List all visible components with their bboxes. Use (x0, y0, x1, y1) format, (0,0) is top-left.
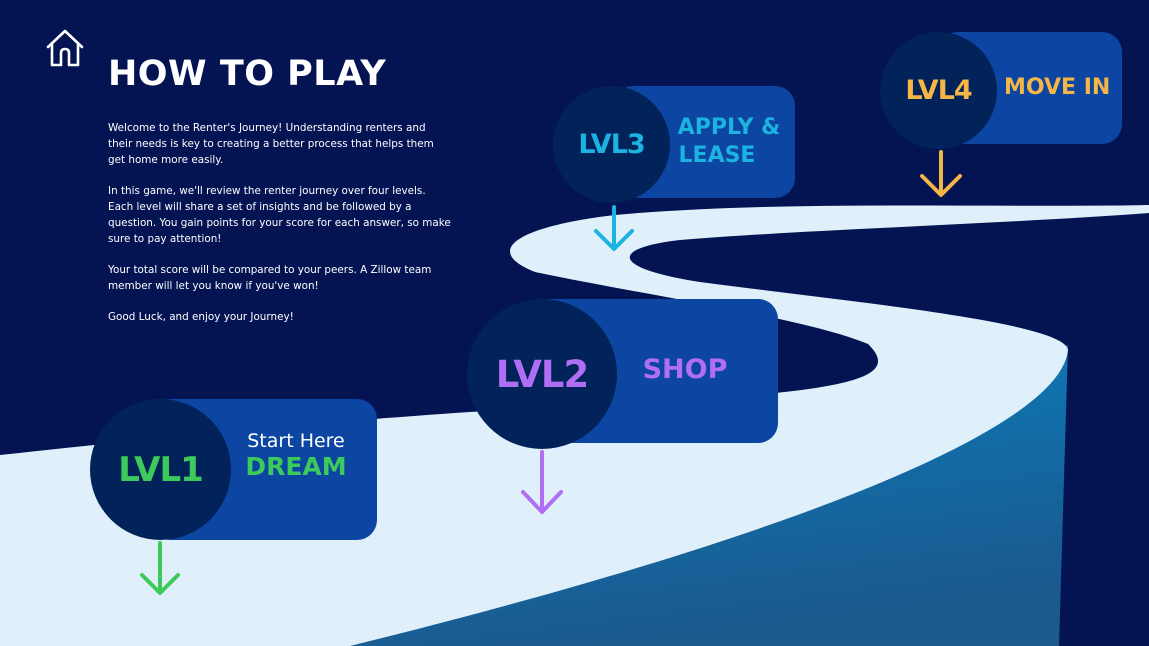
level-1-button[interactable]: LVL1 Start Here DREAM (90, 399, 377, 540)
home-icon[interactable] (45, 27, 85, 69)
intro-text: Welcome to the Renter's Journey! Underst… (108, 120, 453, 340)
level-2-arrow-down-icon (521, 450, 563, 514)
level-1-subtitle: Start Here (247, 430, 345, 452)
road-side-wall (350, 345, 1068, 646)
level-3-badge: LVL3 (553, 86, 670, 203)
intro-paragraph: Good Luck, and enjoy your Journey! (108, 311, 294, 323)
level-3-name-line-2: LEASE (678, 143, 756, 168)
level-4-button[interactable]: LVL4 MOVE IN (880, 32, 1122, 149)
level-2-badge: LVL2 (467, 299, 617, 449)
level-2-name: SHOP (642, 354, 728, 385)
level-1-name: DREAM (245, 452, 347, 481)
intro-paragraph: In this game, we'll review the renter jo… (108, 185, 451, 245)
intro-paragraph: Welcome to the Renter's Journey! Underst… (108, 122, 434, 166)
level-3-name-line-1: APPLY & (677, 115, 781, 140)
level-3-arrow-down-icon (594, 205, 634, 251)
level-4-name: MOVE IN (1004, 75, 1111, 100)
level-3-button[interactable]: LVL3 APPLY & LEASE (553, 86, 795, 203)
level-4-arrow-down-icon (920, 150, 962, 197)
level-4-badge: LVL4 (880, 32, 997, 149)
level-2-button[interactable]: LVL2 SHOP (467, 299, 778, 449)
level-1-arrow-down-icon (140, 541, 180, 595)
level-1-badge: LVL1 (90, 399, 231, 540)
page-title: HOW TO PLAY (108, 54, 387, 94)
intro-paragraph: Your total score will be compared to you… (108, 264, 432, 292)
